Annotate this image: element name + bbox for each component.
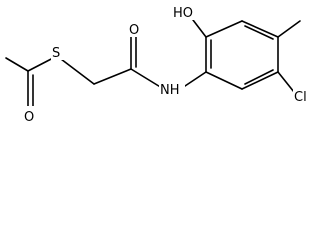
bonds [5,19,301,109]
ring-bond-5 [241,71,279,90]
ring-bond-6 [205,71,243,90]
bond-n-ring [181,71,207,89]
bond-methyl-acyl [5,57,29,72]
ring-double-2 [244,25,274,40]
atom-label-o-amide: O [129,23,139,38]
atom-label-nh: NH [160,83,180,98]
bond-ring-methyl [277,20,301,38]
atom-label-ho: HO [173,6,193,21]
bond-ch2-amide [93,68,132,85]
ring-double-3 [244,69,274,85]
atom-label-cl: Cl [294,90,307,105]
bond-ring-cl [277,71,295,93]
atom-label-o-acyl: O [24,110,34,125]
atom-label-s: S [52,46,60,61]
bond-amide-n [130,68,163,89]
chemical-structure-diagram: S O O NH HO Cl [5,1,315,125]
ring-bond-3 [241,20,279,38]
ring-bond-2 [205,20,243,38]
atom-labels: S O O NH HO Cl [23,1,315,125]
bond-s-ch2 [56,55,95,85]
bond-ring-oh [192,19,207,38]
